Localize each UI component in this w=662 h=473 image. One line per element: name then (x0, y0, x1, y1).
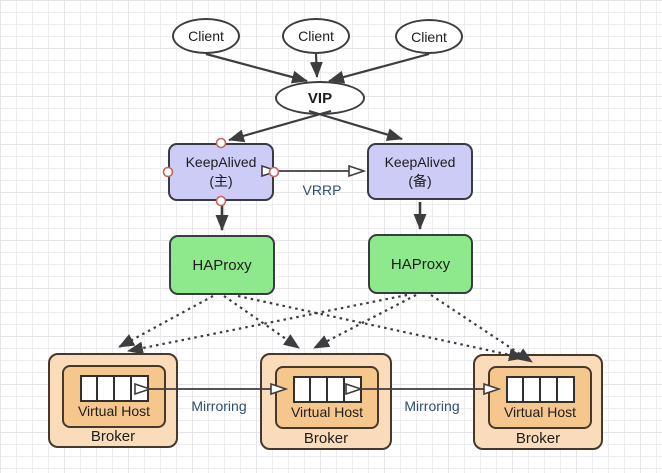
queue-slot (129, 377, 147, 400)
connection-point-bottom[interactable] (215, 195, 227, 207)
queue-slot (539, 378, 556, 401)
broker-2-label: Broker (303, 430, 349, 447)
node-haproxy-right[interactable]: HAProxy (368, 234, 473, 294)
node-client-3[interactable]: Client (395, 19, 463, 54)
broker-1-virtual-host-label: Virtual Host (77, 403, 151, 419)
client-3-label: Client (411, 28, 447, 45)
broker-2-virtual-host-box[interactable]: Virtual Host (275, 366, 379, 429)
client-1-label: Client (188, 28, 224, 44)
node-client-2[interactable]: Client (282, 18, 350, 54)
node-broker-1[interactable]: Virtual Host Broker (48, 353, 178, 448)
broker-3-queue[interactable] (505, 376, 575, 403)
broker-2-virtual-host-label: Virtual Host (290, 404, 364, 420)
vrrp-label: VRRP (302, 182, 342, 198)
broker-1-label: Broker (90, 428, 136, 445)
connection-point-left[interactable] (162, 166, 174, 178)
connection-point-top[interactable] (215, 137, 227, 149)
client-2-label: Client (298, 28, 334, 44)
broker-1-queue[interactable] (79, 375, 149, 402)
haproxy-left-to-broker-1-link[interactable] (118, 295, 214, 348)
client-1-to-vip-arrow[interactable] (205, 52, 308, 84)
node-client-1[interactable]: Client (172, 18, 240, 54)
broker-2-queue[interactable] (292, 376, 362, 403)
queue-slot (326, 378, 343, 401)
queue-slot (522, 378, 539, 401)
keepalived-backup-title: KeepAlived (384, 153, 456, 170)
queue-slot (295, 378, 310, 401)
node-keepalived-backup[interactable]: KeepAlived (备) (367, 143, 473, 200)
haproxy-left-to-broker-2-link[interactable] (223, 295, 300, 349)
haproxy-right-label: HAProxy (390, 255, 451, 273)
queue-slot (309, 378, 326, 401)
queue-slot (555, 378, 573, 401)
node-vip[interactable]: VIP (275, 81, 365, 115)
queue-slot (508, 378, 523, 401)
node-keepalived-master[interactable]: KeepAlived (主) (168, 143, 274, 201)
vip-label: VIP (307, 89, 333, 107)
node-haproxy-left[interactable]: HAProxy (169, 235, 275, 295)
client-3-to-vip-arrow[interactable] (328, 52, 430, 84)
haproxy-right-to-broker-3-link[interactable] (430, 294, 533, 363)
queue-slot (113, 377, 130, 400)
client-2-to-vip-arrow[interactable] (309, 53, 323, 78)
keepalived-backup-subtitle: (备) (408, 172, 432, 189)
haproxy-right-to-broker-1-link[interactable] (127, 293, 408, 355)
broker-3-label: Broker (515, 430, 561, 447)
keepalived-master-subtitle: (主) (209, 173, 233, 189)
queue-slot (342, 378, 360, 401)
haproxy-left-label: HAProxy (192, 256, 252, 274)
vip-to-keepalived-master-arrow[interactable] (228, 109, 332, 143)
queue-slot (82, 377, 97, 400)
node-broker-3[interactable]: Virtual Host Broker (473, 354, 603, 450)
vip-to-keepalived-backup-arrow[interactable] (308, 109, 403, 141)
haproxy-right-to-broker-2-link[interactable] (313, 294, 417, 349)
broker-1-virtual-host-box[interactable]: Virtual Host (62, 365, 166, 428)
mirroring-label-2: Mirroring (404, 398, 460, 414)
mirroring-label-1: Mirroring (191, 398, 247, 414)
queue-slot (96, 377, 113, 400)
keepalived-master-title: KeepAlived (185, 154, 257, 170)
node-broker-2[interactable]: Virtual Host Broker (260, 353, 392, 450)
broker-3-virtual-host-box[interactable]: Virtual Host (488, 366, 592, 429)
broker-3-virtual-host-label: Virtual Host (503, 404, 577, 420)
connection-point-right[interactable] (268, 166, 280, 178)
